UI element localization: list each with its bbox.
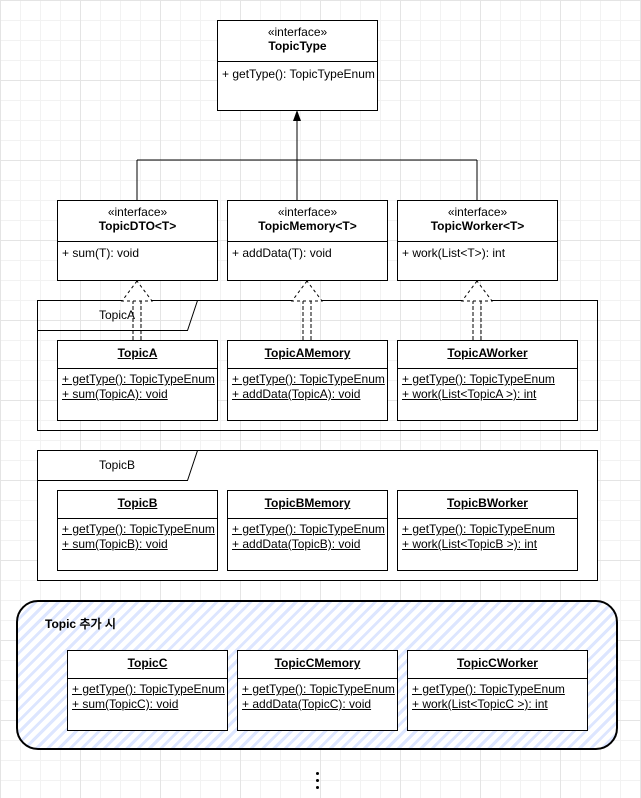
method-label: + work(List<T>): int bbox=[402, 246, 506, 260]
method-label: + getType(): TopicTypeEnum bbox=[402, 522, 555, 536]
class-topic-b-memory[interactable]: TopicBMemory + getType(): TopicTypeEnum … bbox=[227, 490, 388, 571]
method-label: + getType(): TopicTypeEnum bbox=[62, 522, 215, 536]
method-label: + sum(T): void bbox=[62, 246, 140, 260]
stereotype-label: «interface» bbox=[107, 205, 168, 219]
method-label: + sum(TopicA): void bbox=[62, 387, 168, 401]
method-label: + getType(): TopicTypeEnum bbox=[72, 682, 225, 696]
class-topic-a-worker[interactable]: TopicAWorker + getType(): TopicTypeEnum … bbox=[397, 340, 578, 421]
method-label: + sum(TopicC): void bbox=[72, 697, 179, 711]
package-tab-outline bbox=[37, 450, 198, 481]
method-label: + addData(TopicA): void bbox=[232, 387, 361, 401]
class-header: TopicC bbox=[68, 651, 227, 679]
method-label: + getType(): TopicTypeEnum bbox=[402, 372, 555, 386]
class-topic-c-worker[interactable]: TopicCWorker + getType(): TopicTypeEnum … bbox=[407, 650, 588, 731]
package-label: TopicA bbox=[99, 308, 136, 322]
class-name: TopicAWorker bbox=[447, 346, 528, 360]
method-label: + getType(): TopicTypeEnum bbox=[232, 372, 385, 386]
class-topic-b-worker[interactable]: TopicBWorker + getType(): TopicTypeEnum … bbox=[397, 490, 578, 571]
class-name: TopicCWorker bbox=[457, 656, 538, 670]
class-name: TopicC bbox=[127, 656, 168, 670]
method-label: + work(List<TopicB >): int bbox=[402, 537, 538, 551]
method-label: + getType(): TopicTypeEnum bbox=[412, 682, 565, 696]
vertical-ellipsis-icon bbox=[316, 772, 319, 792]
method-label: + getType(): TopicTypeEnum bbox=[242, 682, 395, 696]
method-label: + addData(TopicC): void bbox=[242, 697, 372, 711]
method-label: + sum(TopicB): void bbox=[62, 537, 168, 551]
interface-topic-dto[interactable]: «interface» TopicDTO<T> + sum(T): void bbox=[57, 200, 218, 281]
method-label: + getType(): TopicTypeEnum bbox=[62, 372, 215, 386]
class-header: TopicB bbox=[58, 491, 217, 519]
class-name: TopicA bbox=[117, 346, 158, 360]
class-header: TopicAWorker bbox=[398, 341, 577, 369]
class-header: TopicAMemory bbox=[228, 341, 387, 369]
class-name: TopicBWorker bbox=[447, 496, 528, 510]
stereotype-label: «interface» bbox=[277, 205, 338, 219]
class-header: TopicA bbox=[58, 341, 217, 369]
method-label: + addData(T): void bbox=[232, 246, 332, 260]
class-topic-c[interactable]: TopicC + getType(): TopicTypeEnum + sum(… bbox=[67, 650, 228, 731]
method-label: + work(List<TopicC >): int bbox=[412, 697, 548, 711]
interface-name: TopicMemory<T> bbox=[258, 219, 357, 233]
generalization-lines bbox=[136, 120, 478, 200]
class-header: TopicCMemory bbox=[238, 651, 397, 679]
interface-name: TopicDTO<T> bbox=[98, 219, 177, 233]
class-header: TopicBWorker bbox=[398, 491, 577, 519]
class-name: TopicB bbox=[117, 496, 158, 510]
topic-addition-title: Topic 추가 시 bbox=[45, 617, 116, 631]
method-label: + getType(): TopicTypeEnum bbox=[222, 67, 375, 81]
method-label: + getType(): TopicTypeEnum bbox=[232, 522, 385, 536]
interface-name: TopicType bbox=[268, 39, 327, 53]
method-label: + work(List<TopicA >): int bbox=[402, 387, 537, 401]
interface-header: «interface» TopicDTO<T> bbox=[58, 201, 217, 242]
class-name: TopicCMemory bbox=[274, 656, 361, 670]
interface-header: «interface» TopicMemory<T> bbox=[228, 201, 387, 242]
class-topic-a[interactable]: TopicA + getType(): TopicTypeEnum + sum(… bbox=[57, 340, 218, 421]
stereotype-label: «interface» bbox=[267, 25, 328, 39]
interface-topic-memory[interactable]: «interface» TopicMemory<T> + addData(T):… bbox=[227, 200, 388, 281]
class-name: TopicBMemory bbox=[264, 496, 351, 510]
interface-topic-worker[interactable]: «interface» TopicWorker<T> + work(List<T… bbox=[397, 200, 558, 281]
package-tab-outline bbox=[37, 300, 198, 331]
method-label: + addData(TopicB): void bbox=[232, 537, 361, 551]
stereotype-label: «interface» bbox=[447, 205, 508, 219]
class-topic-b[interactable]: TopicB + getType(): TopicTypeEnum + sum(… bbox=[57, 490, 218, 571]
class-header: TopicCWorker bbox=[408, 651, 587, 679]
class-name: TopicAMemory bbox=[264, 346, 351, 360]
class-topic-a-memory[interactable]: TopicAMemory + getType(): TopicTypeEnum … bbox=[227, 340, 388, 421]
inheritance-arrowhead bbox=[293, 110, 301, 121]
interface-header: «interface» TopicWorker<T> bbox=[398, 201, 557, 242]
interface-name: TopicWorker<T> bbox=[430, 219, 525, 233]
interface-header: «interface» TopicType bbox=[218, 21, 377, 62]
package-label: TopicB bbox=[99, 458, 136, 472]
class-header: TopicBMemory bbox=[228, 491, 387, 519]
class-topic-c-memory[interactable]: TopicCMemory + getType(): TopicTypeEnum … bbox=[237, 650, 398, 731]
interface-topic-type[interactable]: «interface» TopicType + getType(): Topic… bbox=[217, 20, 378, 111]
